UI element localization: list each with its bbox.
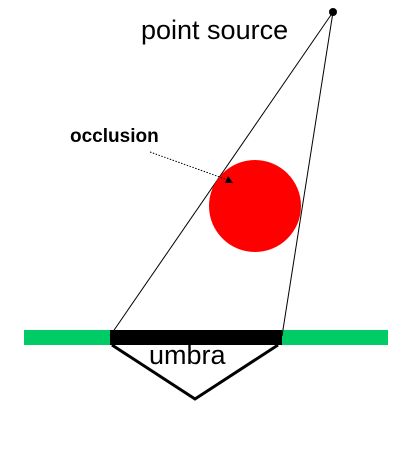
occlusion-arrowhead [225,176,233,183]
ray-left [109,11,334,337]
umbra-callout [111,343,279,401]
occlusion-label: occlusion [70,126,159,147]
umbra-band [110,330,282,345]
point-source-label: point source [141,15,288,45]
occlusion-pointer [149,151,229,181]
occluder-sphere [209,160,301,252]
point-source-dot [329,8,337,16]
umbra-label: umbra [149,340,227,370]
ray-right [281,11,334,337]
